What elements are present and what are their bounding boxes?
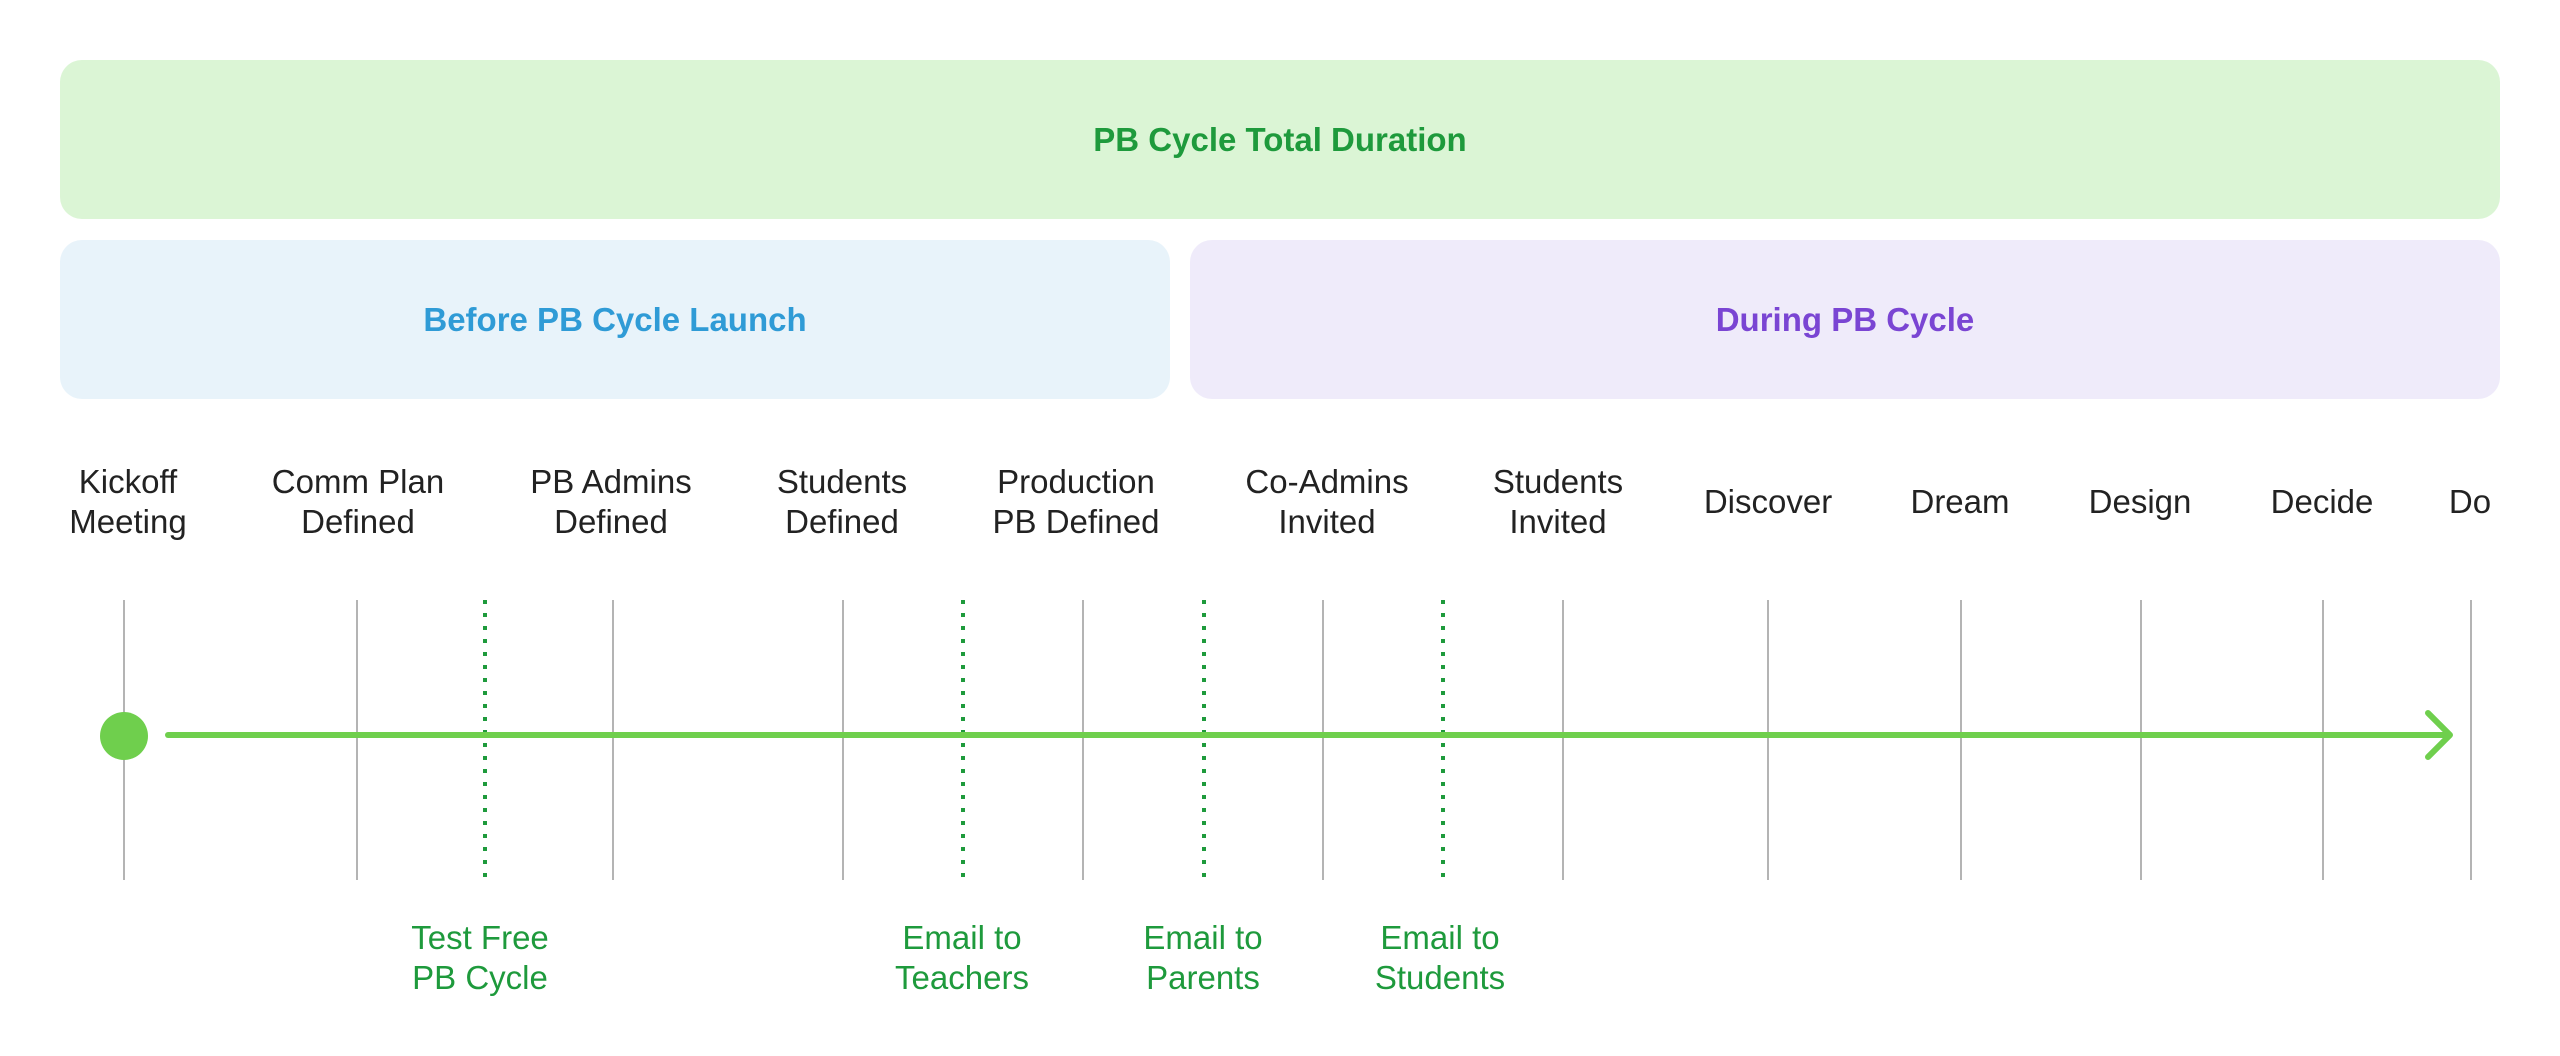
milestone-label-dream: Dream [1910, 483, 2010, 520]
milestone-label-pb-admins: PB Admins Defined [530, 463, 692, 540]
timeline-arrow-head [2425, 710, 2453, 760]
milestone-label-discover: Discover [1703, 483, 1833, 520]
milestone-label-design: Design [2088, 483, 2192, 520]
before-launch-band: Before PB Cycle Launch [60, 240, 1170, 399]
total-duration-label: PB Cycle Total Duration [1093, 120, 1467, 158]
activity-label-email-students: Email to Students [1374, 919, 1506, 996]
timeline-start-dot [100, 712, 148, 760]
activity-label-email-parents: Email to Parents [1143, 919, 1263, 996]
before-launch-label: Before PB Cycle Launch [423, 300, 807, 338]
milestone-label-students-invited: Students Invited [1492, 463, 1624, 540]
milestone-label-students-defined: Students Defined [776, 463, 908, 540]
total-duration-band: PB Cycle Total Duration [60, 60, 2500, 219]
milestone-label-production-pb: Production PB Defined [992, 463, 1160, 540]
milestone-label-kickoff: Kickoff Meeting [69, 463, 187, 540]
during-cycle-label: During PB Cycle [1715, 300, 1975, 338]
activity-label-email-teachers: Email to Teachers [895, 919, 1029, 996]
during-cycle-band: During PB Cycle [1190, 240, 2500, 399]
activity-label-test-free-cycle: Test Free PB Cycle [411, 919, 549, 996]
milestone-label-do: Do [2448, 483, 2492, 520]
milestone-label-co-admins: Co-Admins Invited [1245, 463, 1409, 540]
milestone-label-comm-plan: Comm Plan Defined [271, 463, 445, 540]
milestone-label-decide: Decide [2270, 483, 2374, 520]
